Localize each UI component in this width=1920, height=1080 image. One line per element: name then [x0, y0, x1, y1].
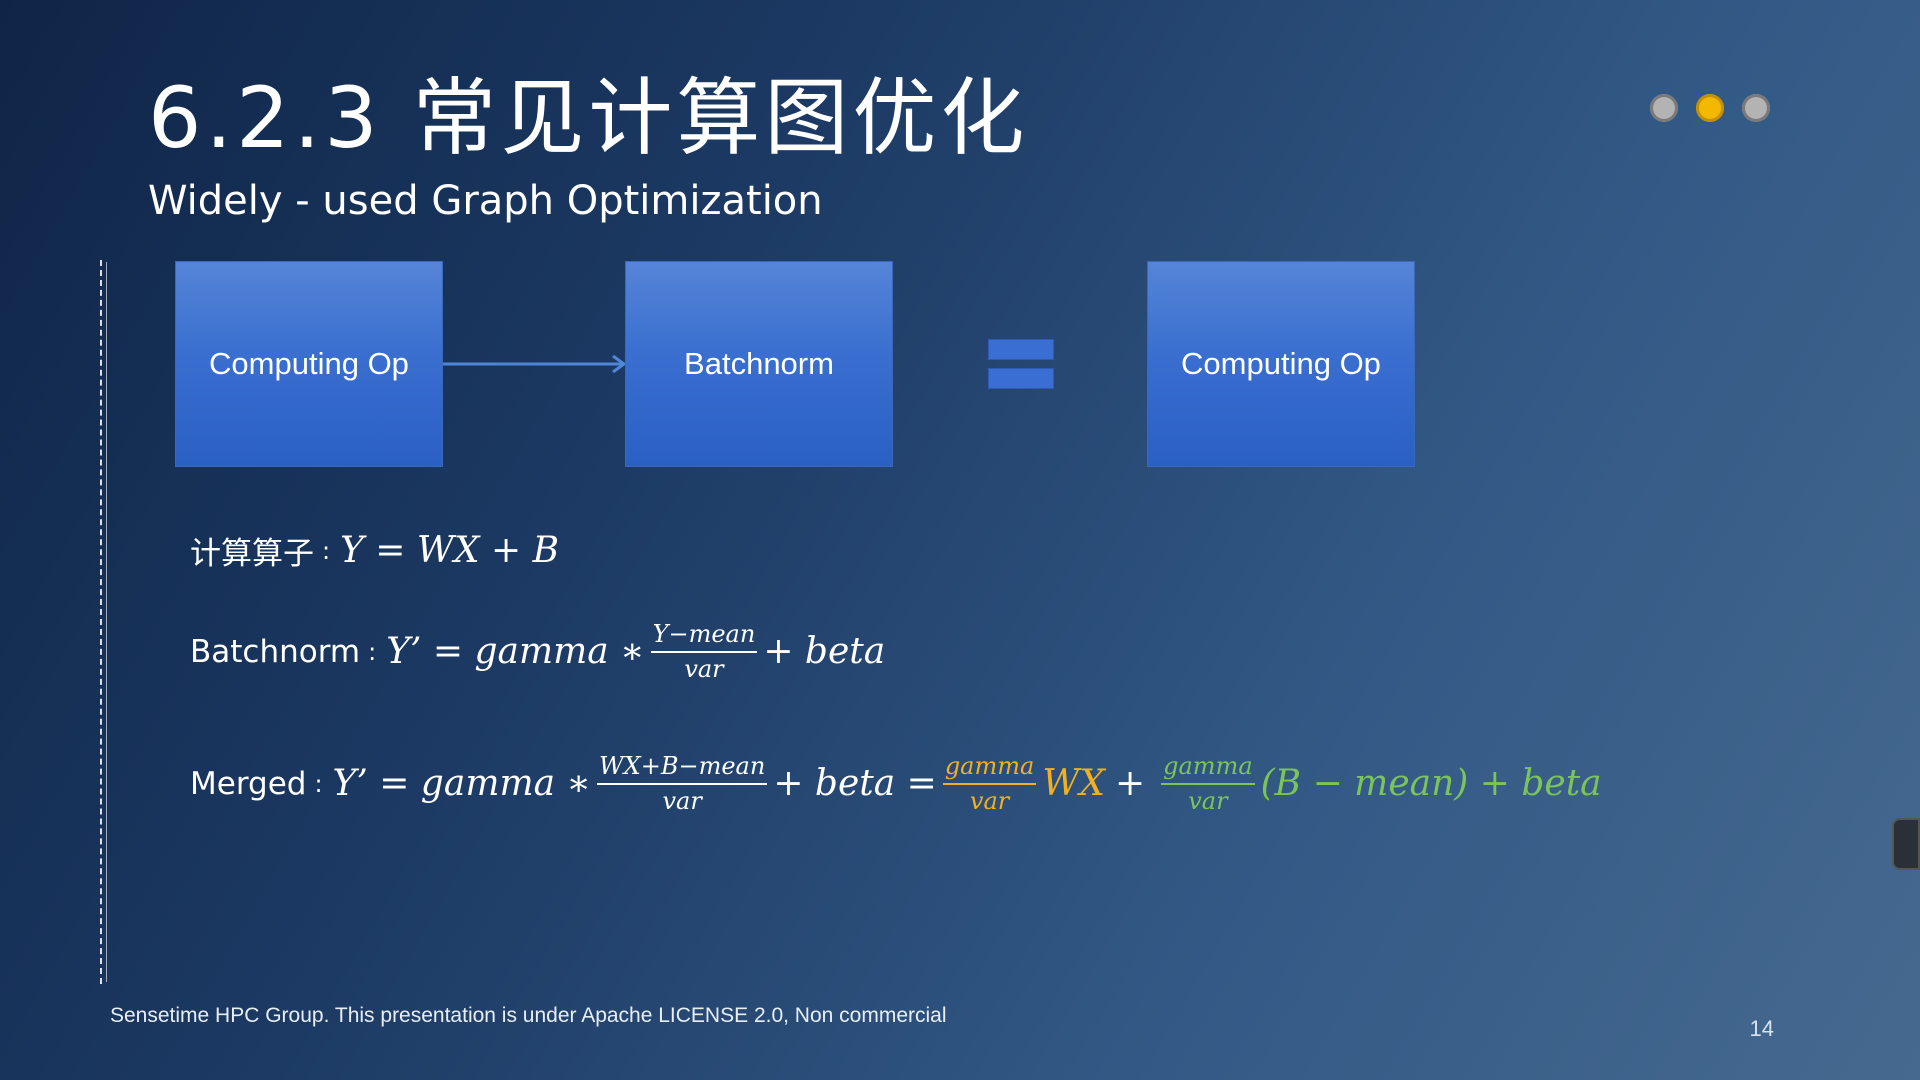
decorative-solid-line [106, 262, 107, 982]
merged-fraction-2: gamma var [942, 752, 1037, 816]
compute-formula: 计算算子 : Y = WX + B [190, 528, 559, 573]
merged-fraction-3: gamma var [1161, 752, 1255, 816]
merged-numerator-3: gamma [1161, 752, 1255, 785]
equals-sign-bottom-bar [988, 368, 1054, 389]
batchnorm-formula-label: Batchnorm [190, 633, 361, 670]
side-panel-handle[interactable] [1892, 818, 1920, 870]
computing-op-label: Computing Op [209, 346, 409, 381]
merged-denominator-3: var [1188, 786, 1228, 815]
flow-arrow [443, 354, 627, 374]
merged-plus: + [1114, 763, 1146, 805]
batchnorm-numerator: Y−mean [650, 620, 758, 653]
batchnorm-denominator: var [684, 654, 724, 683]
merged-formula-lhs: Y’ = gamma ∗ [332, 763, 591, 805]
page-number: 14 [1749, 1016, 1774, 1041]
merged-bias-term: (B − mean) + beta [1260, 763, 1602, 805]
merged-formula-label: Merged [190, 765, 307, 802]
decorative-dashed-line [100, 260, 102, 984]
equals-sign-top-bar [988, 339, 1054, 360]
merged-formula-sep: : [314, 769, 323, 798]
merged-fraction-1: WX+B−mean var [596, 752, 768, 816]
merged-numerator-2: gamma [942, 752, 1037, 785]
footer-license: Sensetime HPC Group. This presentation i… [110, 1004, 947, 1027]
nav-dot-2-active[interactable] [1696, 94, 1724, 122]
slide-subtitle: Widely - used Graph Optimization [148, 178, 823, 224]
batchnorm-formula: Batchnorm : Y’ = gamma ∗ Y−mean var + be… [190, 620, 885, 684]
nav-dot-1[interactable] [1650, 94, 1678, 122]
slide-nav-dots [1650, 94, 1770, 122]
compute-formula-sep: : [322, 536, 331, 565]
merged-numerator-1: WX+B−mean [596, 752, 768, 785]
compute-formula-expr: Y = WX + B [340, 530, 560, 571]
merged-formula: Merged : Y’ = gamma ∗ WX+B−mean var + be… [190, 752, 1602, 816]
merged-denominator-1: var [662, 786, 702, 815]
batchnorm-label: Batchnorm [684, 346, 834, 381]
computing-op-box: Computing Op [175, 261, 443, 467]
merged-computing-op-label: Computing Op [1181, 346, 1381, 381]
merged-computing-op-box: Computing Op [1147, 261, 1415, 467]
batchnorm-box: Batchnorm [625, 261, 893, 467]
compute-formula-label: 计算算子 [190, 536, 314, 572]
batchnorm-fraction: Y−mean var [650, 620, 758, 684]
nav-dot-3[interactable] [1742, 94, 1770, 122]
batchnorm-formula-rhs: + beta [763, 631, 886, 673]
slide-title: 6.2.3 常见计算图优化 [148, 69, 1029, 167]
merged-denominator-2: var [969, 786, 1010, 815]
merged-formula-mid: + beta = [773, 763, 937, 805]
batchnorm-formula-lhs: Y’ = gamma ∗ [386, 631, 645, 673]
batchnorm-formula-sep: : [368, 637, 377, 666]
merged-weight-term: WX [1042, 763, 1105, 805]
